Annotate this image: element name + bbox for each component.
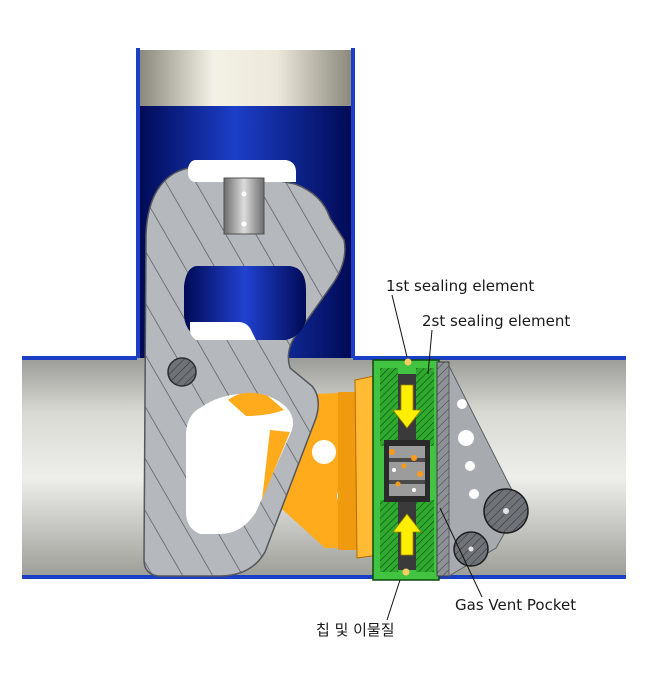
debris-dot	[411, 455, 417, 461]
roller-icon	[483, 488, 529, 534]
backing-plate	[436, 361, 450, 577]
leader-lines	[386, 294, 483, 621]
debris-label: 칩 및 이물질	[316, 621, 395, 639]
first-sealing-element-label: 1st sealing element	[386, 277, 535, 295]
arrow-up-icon	[392, 513, 422, 556]
lever-arm	[143, 160, 346, 577]
debris-dot	[402, 568, 410, 576]
arrow-down-icon	[392, 384, 422, 429]
second-sealing-element-label: 2st sealing element	[422, 312, 571, 330]
gas-vent-pocket-label: Gas Vent Pocket	[455, 596, 577, 614]
debris-dot	[404, 358, 412, 366]
sealing-assembly	[372, 358, 440, 581]
debris-dot	[389, 449, 395, 455]
debris-dot	[401, 463, 407, 469]
pin-icon	[223, 177, 265, 235]
pivot-bolt-icon	[167, 357, 197, 387]
debris-dot	[417, 471, 423, 477]
roller-icon	[453, 531, 489, 567]
debris-dot	[395, 481, 401, 487]
